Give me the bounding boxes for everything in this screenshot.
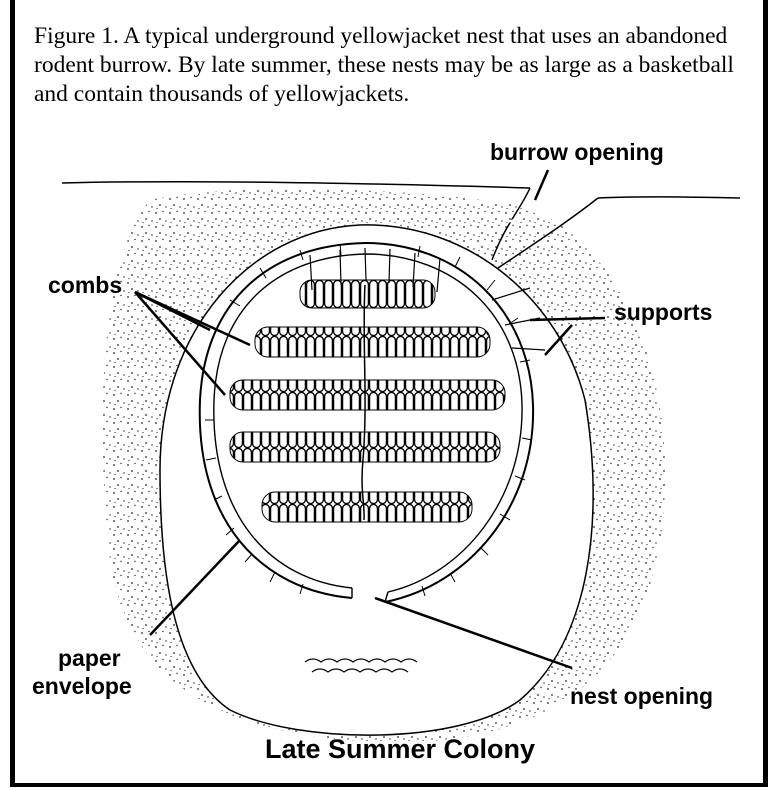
label-supports: supports xyxy=(614,299,712,325)
comb-2 xyxy=(255,327,490,357)
label-combs: combs xyxy=(48,272,122,298)
label-envelope: envelope xyxy=(32,673,132,699)
label-paper: paper xyxy=(58,645,121,671)
comb-1 xyxy=(300,280,435,308)
label-burrow-opening: burrow opening xyxy=(490,139,664,165)
comb-3 xyxy=(230,380,505,410)
comb-4 xyxy=(230,432,500,462)
label-nest-opening: nest opening xyxy=(570,683,713,709)
comb-5 xyxy=(262,492,472,522)
ground-surface-right xyxy=(598,197,740,198)
diagram-title: Late Summer Colony xyxy=(265,734,535,764)
ground-surface xyxy=(62,182,530,188)
